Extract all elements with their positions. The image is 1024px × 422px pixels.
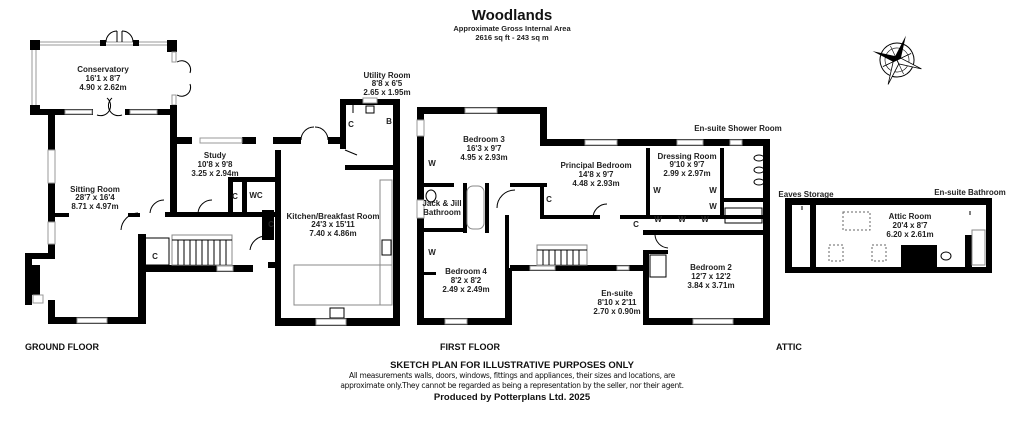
- cupboard-label: C: [268, 220, 274, 229]
- wardrobe-label: W: [678, 215, 686, 224]
- svg-text:4.90 x 2.62m: 4.90 x 2.62m: [79, 83, 126, 92]
- cupboard-label: C: [633, 220, 639, 229]
- svg-text:Bedroom 4: Bedroom 4: [445, 267, 487, 276]
- wardrobe-label: W: [709, 186, 717, 195]
- cupboard-label: C: [348, 120, 354, 129]
- svg-text:Kitchen/Breakfast Room: Kitchen/Breakfast Room: [287, 212, 380, 221]
- floor-label-attic: ATTIC: [776, 342, 802, 352]
- svg-text:16'1 x 8'7: 16'1 x 8'7: [86, 74, 121, 83]
- area-value: 2616 sq ft - 243 sq m: [475, 33, 549, 42]
- attic-plan: [785, 198, 992, 273]
- room-bedroom-2: Bedroom 2 12'7 x 12'2 3.84 x 3.71m: [687, 263, 734, 290]
- room-en-suite: En-suite 8'10 x 2'11 2.70 x 0.90m: [593, 289, 640, 316]
- ensuite-bathroom-label: En-suite Bathroom: [934, 188, 1006, 197]
- svg-text:3.84 x 3.71m: 3.84 x 3.71m: [687, 281, 734, 290]
- svg-text:Principal Bedroom: Principal Bedroom: [560, 161, 631, 170]
- svg-text:20'4 x 8'7: 20'4 x 8'7: [893, 221, 928, 230]
- svg-text:2.65 x 1.95m: 2.65 x 1.95m: [363, 88, 410, 97]
- first-floor-labels: Bedroom 3 16'3 x 9'7 4.95 x 2.93m Princi…: [422, 124, 781, 352]
- attic-labels: Attic Room 20'4 x 8'7 6.20 x 2.61m Eaves…: [776, 188, 1006, 352]
- svg-text:8.71 x 4.97m: 8.71 x 4.97m: [71, 202, 118, 211]
- svg-text:4.95 x 2.93m: 4.95 x 2.93m: [460, 153, 507, 162]
- compass-rose-icon: [872, 35, 922, 85]
- room-utility: Utility Room 8'8 x 6'5 2.65 x 1.95m: [363, 71, 410, 97]
- svg-text:16'3 x 9'7: 16'3 x 9'7: [467, 144, 502, 153]
- room-study: Study 10'8 x 9'8 3.25 x 2.94m: [191, 151, 238, 178]
- first-floor-plan: [416, 107, 770, 325]
- wardrobe-label: W: [428, 159, 436, 168]
- svg-text:12'7 x 12'2: 12'7 x 12'2: [691, 272, 731, 281]
- disclaimer: SKETCH PLAN FOR ILLUSTRATIVE PURPOSES ON…: [340, 360, 684, 403]
- svg-text:En-suite: En-suite: [601, 289, 633, 298]
- disclaimer-heading: SKETCH PLAN FOR ILLUSTRATIVE PURPOSES ON…: [390, 360, 634, 371]
- svg-text:14'8 x 9'7: 14'8 x 9'7: [579, 170, 614, 179]
- wc-label: WC: [249, 191, 263, 200]
- svg-text:2.70 x 0.90m: 2.70 x 0.90m: [593, 307, 640, 316]
- svg-text:28'7 x 16'4: 28'7 x 16'4: [75, 193, 115, 202]
- room-attic: Attic Room 20'4 x 8'7 6.20 x 2.61m: [886, 212, 933, 239]
- svg-text:7.40 x 4.86m: 7.40 x 4.86m: [309, 229, 356, 238]
- ground-floor-labels: Conservatory 16'1 x 8'7 4.90 x 2.62m Uti…: [25, 65, 411, 352]
- room-bedroom-3: Bedroom 3 16'3 x 9'7 4.95 x 2.93m: [460, 135, 507, 162]
- svg-text:Bedroom 3: Bedroom 3: [463, 135, 505, 144]
- jack-jill-label-2: Bathroom: [423, 208, 461, 217]
- ensuite-shower-label: En-suite Shower Room: [694, 124, 782, 133]
- svg-text:6.20 x 2.61m: 6.20 x 2.61m: [886, 230, 933, 239]
- ground-floor-plan: [25, 30, 400, 326]
- svg-text:9'10 x 9'7: 9'10 x 9'7: [670, 160, 705, 169]
- wardrobe-label: W: [709, 202, 717, 211]
- area-label: Approximate Gross Internal Area: [453, 24, 571, 33]
- producer-credit: Produced by Potterplans Ltd. 2025: [433, 392, 591, 403]
- room-sitting: Sitting Room 28'7 x 16'4 8.71 x 4.97m: [70, 185, 120, 211]
- room-conservatory: Conservatory 16'1 x 8'7 4.90 x 2.62m: [77, 65, 129, 92]
- wardrobe-label: W: [428, 248, 436, 257]
- wardrobe-label: W: [654, 215, 662, 224]
- svg-text:Attic Room: Attic Room: [889, 212, 932, 221]
- svg-text:Bedroom 2: Bedroom 2: [690, 263, 732, 272]
- room-principal-bedroom: Principal Bedroom 14'8 x 9'7 4.48 x 2.93…: [560, 161, 631, 188]
- room-dressing: Dressing Room 9'10 x 9'7 2.99 x 2.97m: [657, 152, 716, 178]
- wardrobe-label: W: [653, 186, 661, 195]
- jack-jill-label-1: Jack & Jill: [422, 199, 461, 208]
- svg-text:10'8 x 9'8: 10'8 x 9'8: [198, 160, 233, 169]
- svg-text:2.99 x 2.97m: 2.99 x 2.97m: [663, 169, 710, 178]
- svg-text:Utility Room: Utility Room: [363, 71, 410, 80]
- svg-text:8'10 x 2'11: 8'10 x 2'11: [598, 298, 638, 307]
- svg-text:Study: Study: [204, 151, 227, 160]
- cupboard-label: C: [152, 252, 158, 261]
- floor-label-first: FIRST FLOOR: [440, 342, 500, 352]
- room-kitchen: Kitchen/Breakfast Room 24'3 x 15'11 7.40…: [287, 212, 380, 238]
- boiler-label: B: [386, 117, 392, 126]
- svg-text:24'3 x 15'11: 24'3 x 15'11: [311, 220, 355, 229]
- plan-title: Woodlands: [472, 7, 553, 24]
- svg-text:2.49 x 2.49m: 2.49 x 2.49m: [442, 285, 489, 294]
- disclaimer-body: All measurements walls, doors, windows, …: [340, 371, 684, 390]
- eaves-storage-label: Eaves Storage: [778, 190, 834, 199]
- svg-text:8'8 x 6'5: 8'8 x 6'5: [372, 79, 403, 88]
- svg-text:4.48 x 2.93m: 4.48 x 2.93m: [572, 179, 619, 188]
- cupboard-label: C: [232, 192, 238, 201]
- svg-text:Conservatory: Conservatory: [77, 65, 129, 74]
- floor-label-ground: GROUND FLOOR: [25, 342, 99, 352]
- cupboard-label: C: [546, 195, 552, 204]
- room-bedroom-4: Bedroom 4 8'2 x 8'2 2.49 x 2.49m: [442, 267, 489, 294]
- svg-text:8'2 x 8'2: 8'2 x 8'2: [451, 276, 482, 285]
- svg-text:3.25 x 2.94m: 3.25 x 2.94m: [191, 169, 238, 178]
- svg-text:Dressing Room: Dressing Room: [657, 152, 716, 161]
- wardrobe-label: W: [701, 215, 709, 224]
- svg-text:Sitting Room: Sitting Room: [70, 185, 120, 194]
